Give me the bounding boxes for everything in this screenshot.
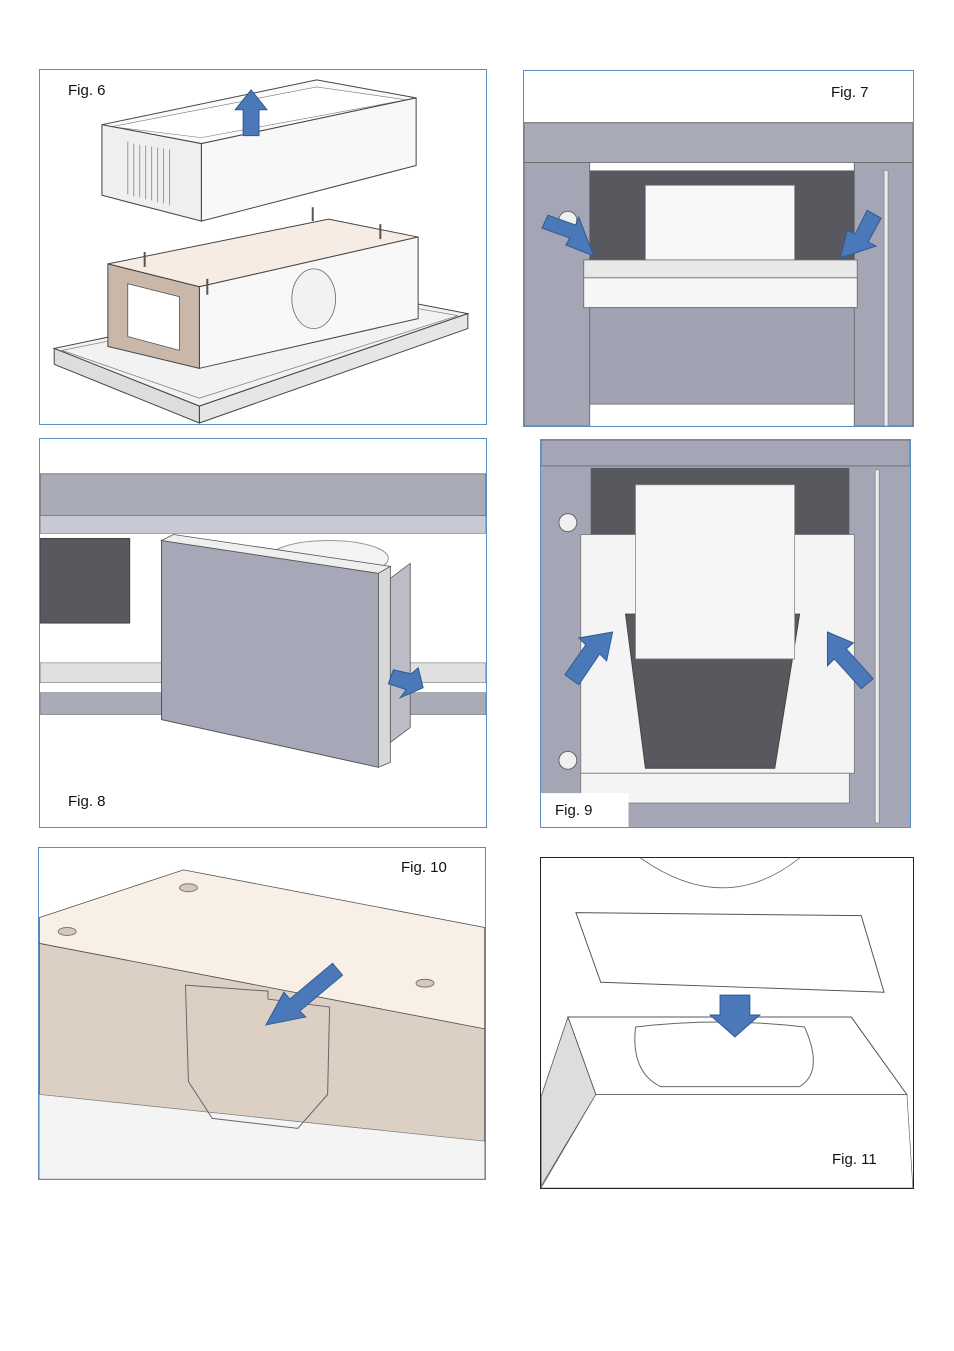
fig10-drawing [39,848,485,1179]
fig9-drawing [541,440,910,827]
figure-11: Fig. 11 [540,857,914,1189]
figure-9: Fig. 9 [540,439,911,828]
fig11-label: Fig. 11 [832,1151,877,1168]
fig11-drawing [541,858,913,1188]
fig10-label: Fig. 10 [401,859,447,876]
figure-8: Fig. 8 [39,438,487,828]
fig6-drawing [40,70,486,424]
fig6-label: Fig. 6 [68,82,106,99]
fig9-label: Fig. 9 [555,802,593,819]
fig8-label: Fig. 8 [68,793,106,810]
figure-10: Fig. 10 [38,847,486,1180]
figure-7: Fig. 7 [523,70,914,427]
figure-6: Fig. 6 [39,69,487,425]
fig7-label: Fig. 7 [831,84,869,101]
fig8-drawing [40,439,486,827]
fig7-drawing [524,71,913,426]
